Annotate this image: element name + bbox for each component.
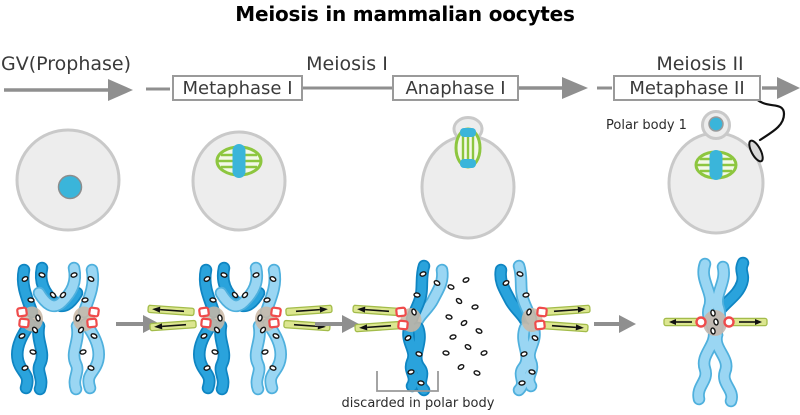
anaphase-homolog-right: [501, 266, 591, 390]
stage-label-meiosis-i: Meiosis I: [306, 53, 388, 75]
metaphase2-chromosome: [663, 256, 768, 408]
spindle-metaphase2: [694, 150, 738, 180]
anaphase1-to-metaphase2-arrow: [519, 77, 612, 99]
phase-box-metaphase-ii: Metaphase II: [613, 75, 761, 101]
oocyte-anaphase1: [420, 116, 516, 240]
oocyte-metaphase2: [667, 110, 765, 235]
polar-body-1-chromatin: [708, 116, 724, 132]
diagram-title: Meiosis in mammalian oocytes: [235, 2, 575, 26]
phase-box-metaphase-i: Metaphase I: [172, 75, 303, 101]
arrow-anaphase1-to-metaphase2: [594, 315, 636, 333]
discarded-bracket: [376, 371, 439, 392]
stage-label-gv: GV(Prophase): [1, 53, 132, 75]
gv-nucleus: [57, 174, 83, 200]
bivalent-metaphase1: [147, 268, 333, 389]
oocyte-gv: [15, 128, 121, 232]
released-cohesin-rings: [441, 276, 489, 377]
spindle-anaphase1: [454, 127, 482, 169]
phase-box-anaphase-i: Anaphase I: [392, 75, 519, 101]
stage-label-meiosis-ii: Meiosis II: [656, 53, 744, 75]
discarded-label: discarded in polar body: [341, 396, 495, 411]
anaphase-homolog-left: [353, 266, 443, 390]
bivalent-prophase: [17, 268, 99, 389]
gv-to-metaphase1-arrow: [4, 79, 170, 101]
spindle-metaphase1: [215, 144, 263, 178]
arrow-metaphase1-to-anaphase1: [315, 315, 359, 333]
polar-body-label: Polar body 1: [606, 118, 687, 133]
metaphase2-exit-arrow: [762, 77, 800, 99]
oocyte-metaphase1: [191, 130, 287, 232]
